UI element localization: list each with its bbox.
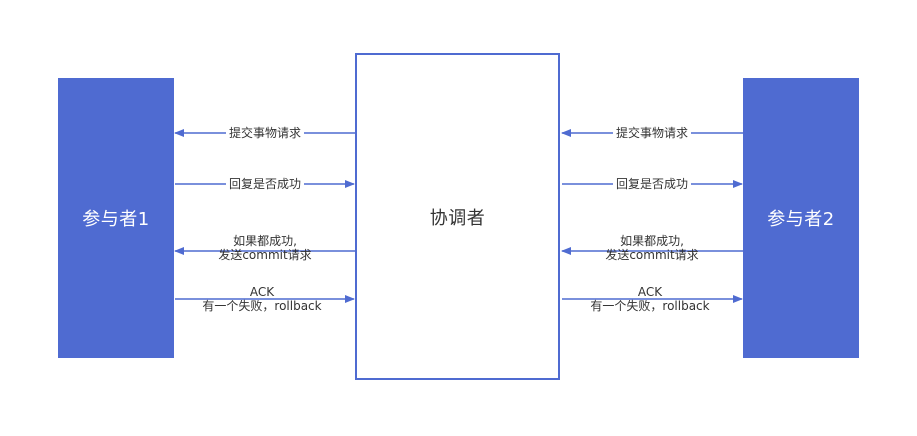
- participant-1-box: 参与者1: [58, 78, 174, 358]
- right-ack-line2: 有一个失败，rollback: [590, 299, 710, 313]
- left-ack-label: ACK 有一个失败，rollback: [202, 285, 321, 313]
- right-reply-result-label: 回复是否成功: [612, 177, 692, 191]
- left-ack-line1: ACK: [249, 285, 275, 299]
- right-commit-label: 如果都成功, 发送commit请求: [605, 234, 698, 262]
- right-ack-label: ACK 有一个失败，rollback: [590, 285, 709, 313]
- left-reply-result-text: 回复是否成功: [228, 177, 302, 191]
- coordinator-box: 协调者: [355, 53, 560, 380]
- left-commit-label: 如果都成功, 发送commit请求: [218, 234, 311, 262]
- left-ack-line2: 有一个失败，rollback: [202, 299, 322, 313]
- right-submit-request-label: 提交事物请求: [612, 126, 692, 140]
- left-commit-line1: 如果都成功,: [233, 234, 297, 248]
- participant-1-label: 参与者1: [82, 209, 150, 230]
- left-submit-request-text: 提交事物请求: [228, 126, 302, 140]
- right-commit-line1: 如果都成功,: [620, 234, 684, 248]
- right-ack-line1: ACK: [637, 285, 663, 299]
- left-reply-result-label: 回复是否成功: [225, 177, 305, 191]
- left-submit-request-label: 提交事物请求: [225, 126, 305, 140]
- participant-2-label: 参与者2: [767, 209, 835, 230]
- coordinator-label: 协调者: [429, 207, 486, 229]
- right-submit-request-text: 提交事物请求: [615, 126, 689, 140]
- right-commit-line2: 发送commit请求: [605, 248, 699, 262]
- left-commit-line2: 发送commit请求: [218, 248, 312, 262]
- right-reply-result-text: 回复是否成功: [615, 177, 689, 191]
- participant-2-box: 参与者2: [743, 78, 859, 358]
